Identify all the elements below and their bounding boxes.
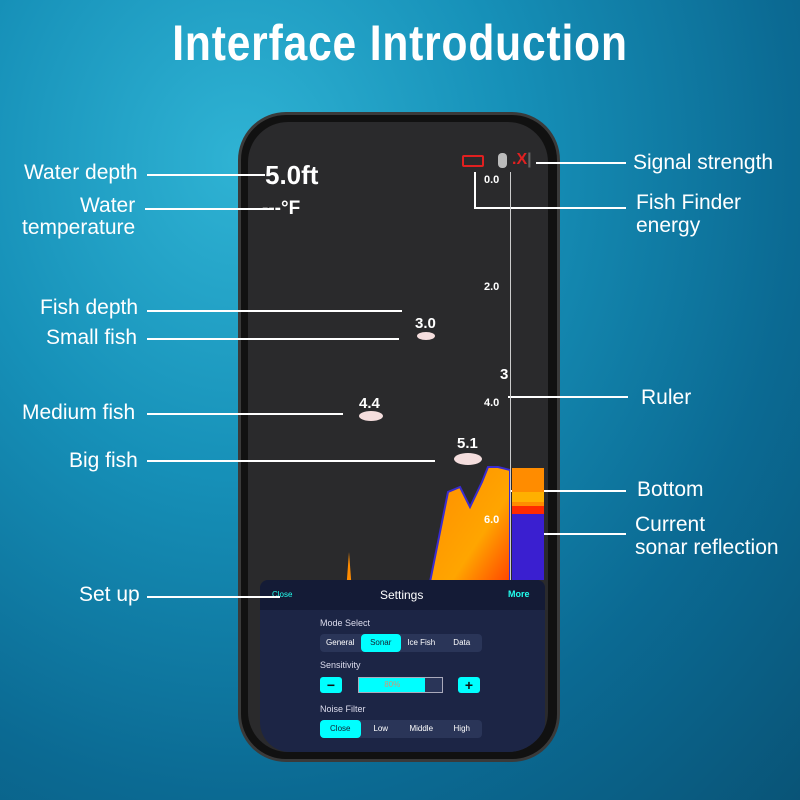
pointer-line <box>490 490 626 492</box>
sensitivity-minus-button[interactable]: − <box>320 677 342 693</box>
fish-depth-label: 3.0 <box>415 315 436 332</box>
pointer-line <box>147 596 280 598</box>
label-small-fish: Small fish <box>46 326 138 349</box>
sensitivity-plus-button[interactable]: + <box>458 677 480 693</box>
pointer-line <box>147 174 265 176</box>
page-title: Interface Introduction <box>172 15 628 71</box>
pointer-line <box>474 172 476 208</box>
mode-general[interactable]: General <box>326 638 355 647</box>
water-depth-value: 5.0ft <box>265 160 319 190</box>
label-ruler: Ruler <box>641 386 692 409</box>
noise-filter-segmented: Close Low Middle High <box>320 720 482 738</box>
signal-icon: .X| <box>512 151 532 168</box>
label-medium-fish: Medium fish <box>22 401 136 424</box>
ruler-tick: 4.0 <box>484 397 500 409</box>
label-water-temperature-2: temperature <box>22 216 136 239</box>
mode-sonar[interactable]: Sonar <box>360 634 401 652</box>
mode-select-segmented: General Sonar Ice Fish Data <box>320 634 482 652</box>
label-signal-strength: Signal strength <box>633 151 774 174</box>
small-fish-icon <box>417 332 435 340</box>
ruler-tick: 0.0 <box>484 174 500 186</box>
settings-title: Settings <box>380 588 424 602</box>
noise-low[interactable]: Low <box>373 724 389 733</box>
bluetooth-icon <box>498 153 507 168</box>
pointer-line <box>536 162 626 164</box>
pointer-line <box>474 207 626 209</box>
sensitivity-bar[interactable]: 80% <box>358 677 443 693</box>
noise-middle[interactable]: Middle <box>409 724 434 733</box>
fish-depth-label: 5.1 <box>457 435 478 452</box>
sensitivity-value: 80% <box>359 678 426 692</box>
settings-panel: Close Settings More Mode Select General … <box>260 580 545 752</box>
label-energy-2: energy <box>636 214 701 237</box>
pointer-line <box>147 413 343 415</box>
ruler-tick: 6.0 <box>484 514 500 526</box>
noise-high[interactable]: High <box>453 724 470 733</box>
app-screen: 5.0ft ---°F .X| 0.0 2.0 4.0 6.0 3.0 4.4 … <box>248 122 548 752</box>
label-water-depth: Water depth <box>24 161 138 184</box>
pointer-line <box>147 460 435 462</box>
mode-ice-fish[interactable]: Ice Fish <box>407 638 436 647</box>
pointer-line <box>508 396 628 398</box>
ruler-tick: 2.0 <box>484 281 500 293</box>
label-current-2: sonar reflection <box>635 536 779 559</box>
pointer-line <box>523 533 626 535</box>
mode-data[interactable]: Data <box>453 638 471 647</box>
noise-close[interactable]: Close <box>320 720 361 738</box>
label-set-up: Set up <box>79 583 140 606</box>
battery-icon <box>462 155 484 167</box>
label-fish-depth: Fish depth <box>40 296 139 319</box>
pointer-line <box>145 208 270 210</box>
label-big-fish: Big fish <box>69 449 138 472</box>
fish-depth-label: 4.4 <box>359 395 380 412</box>
mode-select-label: Mode Select <box>320 618 371 628</box>
depth-ruler <box>510 172 511 582</box>
sensitivity-label: Sensitivity <box>320 660 361 670</box>
label-water-temperature-1: Water <box>80 194 136 217</box>
label-energy-1: Fish Finder <box>636 191 742 214</box>
fish-depth-label: 3 <box>500 366 509 383</box>
label-current-1: Current <box>635 513 706 536</box>
label-bottom: Bottom <box>637 478 704 501</box>
sonar-bottom-echo <box>346 466 544 592</box>
big-fish-icon <box>454 453 482 465</box>
water-temperature-value: ---°F <box>262 198 301 219</box>
close-button[interactable]: Close <box>272 590 293 599</box>
pointer-line <box>147 338 399 340</box>
noise-filter-label: Noise Filter <box>320 704 366 714</box>
medium-fish-icon <box>359 411 383 421</box>
more-button[interactable]: More <box>508 589 530 599</box>
pointer-line <box>147 310 402 312</box>
